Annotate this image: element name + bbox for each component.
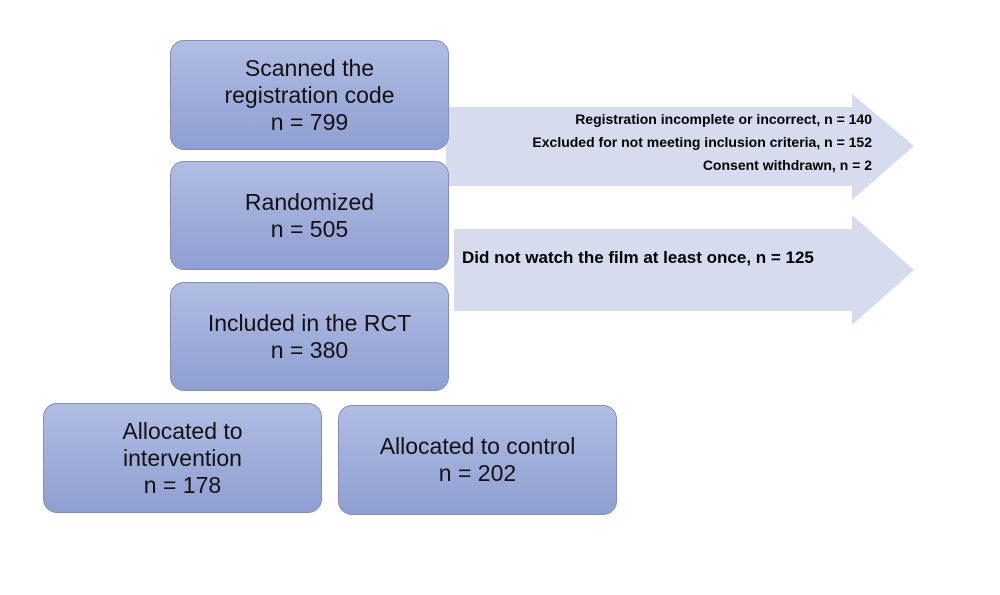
box-intervention-count: n = 178 <box>143 471 222 498</box>
box-control-count: n = 202 <box>438 460 517 486</box>
exclusion-arrow-1-text: Registration incomplete or incorrect, n … <box>532 108 872 177</box>
exclusion-consent-withdrawn: Consent withdrawn, n = 2 <box>702 157 872 173</box>
box-allocated-control: Allocated to control n = 202 <box>338 405 617 515</box>
exclusion-did-not-watch: Did not watch the film at least once, n … <box>462 248 814 267</box>
box-included-line1: Included in the RCT <box>207 309 412 336</box>
exclusion-arrow-1-shape <box>446 94 914 200</box>
box-scanned-registration: Scanned the registration code n = 799 <box>170 40 449 150</box>
box-randomized-line1: Randomized <box>244 188 375 215</box>
box-intervention-line1: Allocated to <box>122 417 243 444</box>
box-intervention-line2: intervention <box>123 444 242 471</box>
box-randomized-count: n = 505 <box>270 215 349 242</box>
exclusion-arrow-1-polygon <box>446 94 914 200</box>
exclusion-arrow-1: Registration incomplete or incorrect, n … <box>446 94 916 202</box>
exclusion-arrow-2-polygon <box>454 215 914 325</box>
exclusion-arrow-2-text: Did not watch the film at least once, n … <box>462 247 814 269</box>
box-allocated-intervention: Allocated to intervention n = 178 <box>43 403 322 513</box>
exclusion-not-meeting-criteria: Excluded for not meeting inclusion crite… <box>532 134 872 150</box>
box-control-line1: Allocated to control <box>379 433 576 459</box>
box-included-count: n = 380 <box>270 336 349 363</box>
box-randomized: Randomized n = 505 <box>170 161 449 270</box>
box-included-rct: Included in the RCT n = 380 <box>170 282 449 391</box>
exclusion-registration-incomplete: Registration incomplete or incorrect, n … <box>575 111 872 127</box>
exclusion-arrow-2-shape <box>454 215 914 325</box>
box-scanned-count: n = 799 <box>270 108 349 135</box>
box-scanned-line2: registration code <box>224 81 395 108</box>
box-scanned-line1: Scanned the <box>244 54 375 81</box>
exclusion-arrow-2: Did not watch the film at least once, n … <box>454 215 916 327</box>
